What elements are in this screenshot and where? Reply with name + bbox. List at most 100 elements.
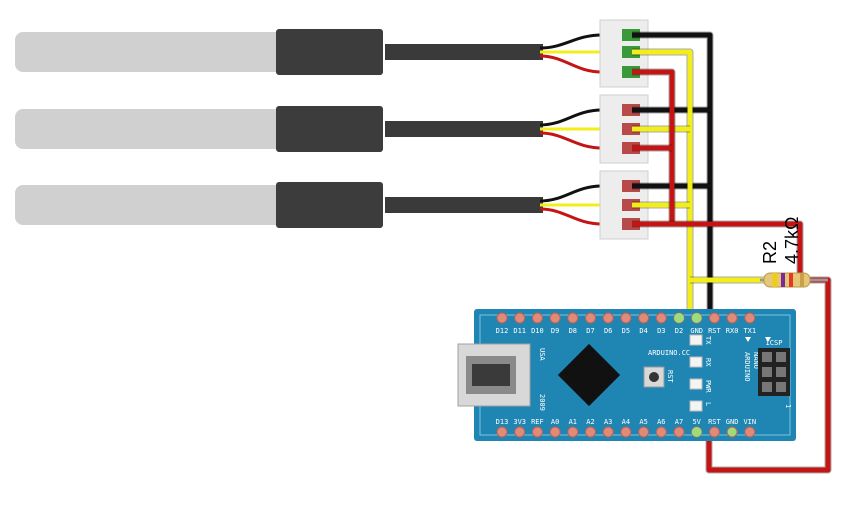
header-pin: [726, 426, 738, 438]
resistor-band: [773, 273, 777, 287]
header-pin: [585, 312, 596, 324]
top-pin-label: TX1: [743, 327, 756, 335]
top-pin-label: D2: [675, 327, 683, 335]
connector-pin: [622, 104, 640, 116]
top-pin-label: D11: [513, 327, 526, 335]
header-pin: [531, 426, 543, 438]
connector-pin: [622, 142, 640, 154]
header-pin: [602, 426, 614, 438]
lead-wire: [539, 33, 603, 50]
header-pin: [567, 426, 579, 438]
top-pin-label: D7: [586, 327, 594, 335]
bottom-pin-label: A6: [657, 418, 665, 426]
resistor-band: [789, 273, 793, 287]
led-label: L: [704, 402, 712, 406]
microcontroller-chip: [557, 343, 621, 407]
brand-label: ARDUINO.CC: [648, 349, 690, 357]
bottom-pin-label: 3V3: [513, 418, 526, 426]
connector-pin: [622, 123, 640, 135]
led-label: PWR: [704, 380, 712, 393]
top-pin-label: D8: [569, 327, 577, 335]
status-led: [689, 378, 703, 390]
header-pin: [708, 426, 720, 438]
pin-5v-highlight: [691, 427, 702, 437]
corner-mark: 1: [784, 404, 792, 408]
header-pin: [620, 312, 632, 324]
header-pin: [744, 312, 756, 324]
header-pin: [514, 312, 526, 324]
header-pin: [549, 312, 561, 324]
temperature-probe: [15, 182, 603, 228]
bottom-pin-label: A3: [604, 418, 612, 426]
bottom-pin-label: D13: [496, 418, 509, 426]
status-led: [689, 400, 703, 412]
bottom-pin-label: RST: [708, 418, 721, 426]
power-wire: [632, 221, 803, 280]
lead-wire: [539, 131, 603, 150]
top-pin-label: D6: [604, 327, 612, 335]
connector-pin: [622, 46, 640, 58]
resistor-ref: R2: [760, 241, 780, 264]
pin-d2-highlight: [674, 313, 684, 323]
resistor-band: [781, 273, 785, 287]
led-label: RX: [704, 358, 712, 367]
resistor-value: 4.7kΩ: [782, 217, 802, 264]
resistor-band: [800, 273, 804, 287]
top-pin-label: RST: [708, 327, 721, 335]
top-pin-label: D4: [639, 327, 647, 335]
bottom-pin-label: A2: [586, 418, 594, 426]
probe-cable: [385, 121, 543, 137]
header-pin: [496, 426, 508, 438]
top-pin-label: GND: [690, 327, 703, 335]
probe-tube: [15, 109, 305, 149]
temperature-probe: [15, 106, 603, 152]
header-pin: [620, 426, 632, 438]
top-pin-label: D9: [551, 327, 559, 335]
reset-button-cap: [649, 372, 659, 382]
reset-button-label: RST: [666, 370, 674, 383]
header-pin: [602, 312, 614, 324]
top-pin-label: RX0: [726, 327, 739, 335]
icsp-pin: [762, 382, 772, 392]
header-pin: [585, 426, 596, 438]
lead-wire: [539, 108, 603, 127]
power-wire: [632, 69, 675, 224]
icsp-pin: [776, 352, 786, 362]
resistor: R2 4.7kΩ: [760, 217, 828, 288]
header-pin: [673, 426, 685, 438]
led-label: TX: [704, 336, 712, 345]
header-pin: [726, 312, 738, 324]
probe-sleeve: [276, 182, 383, 228]
top-pin-label: D5: [622, 327, 630, 335]
temperature-probe: [15, 29, 603, 75]
status-led: [689, 356, 703, 368]
connector-pin: [622, 180, 640, 192]
probe-sleeve: [276, 106, 383, 152]
icsp-label: ICSP: [766, 339, 783, 347]
usb-port-inner: [472, 364, 510, 386]
header-pin: [638, 312, 650, 324]
probe-tube: [15, 32, 305, 72]
usb-label: USA: [538, 348, 546, 361]
connector-pin: [622, 29, 640, 41]
bottom-pin-label: REF: [531, 418, 544, 426]
top-pin-label: D12: [496, 327, 509, 335]
lead-wire: [539, 207, 603, 226]
icsp-pin: [762, 367, 772, 377]
bottom-pin-label: A5: [639, 418, 647, 426]
board-pcb: [474, 309, 796, 441]
lead-wire: [539, 184, 603, 203]
top-pin-label: D10: [531, 327, 544, 335]
icsp-pin: [776, 367, 786, 377]
header-pin: [531, 312, 543, 324]
top-pin-label: D3: [657, 327, 665, 335]
year-label: 2009: [538, 394, 546, 411]
probe-sleeve: [276, 29, 383, 75]
bottom-pin-label: A1: [569, 418, 577, 426]
bottom-pin-label: A7: [675, 418, 683, 426]
probe-tube: [15, 185, 305, 225]
header-pin: [655, 312, 667, 324]
bottom-pin-label: GND: [726, 418, 739, 426]
